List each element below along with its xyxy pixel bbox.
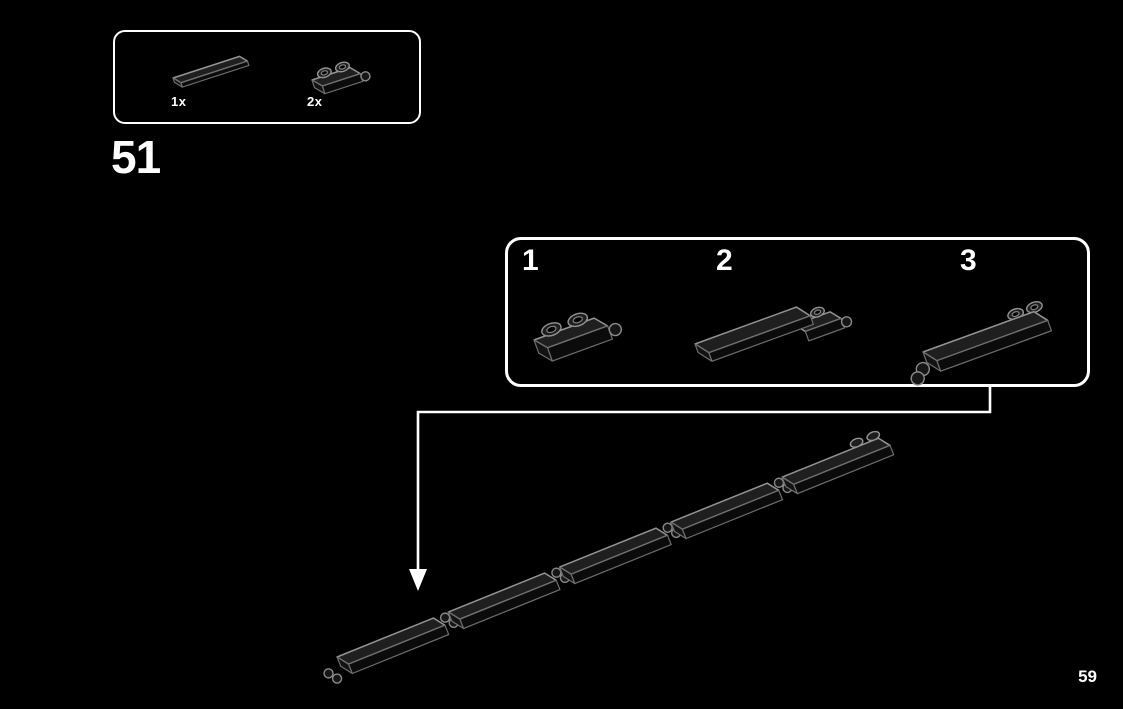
- substep-number-3: 3: [960, 244, 977, 277]
- part-hinge-plate-icon: [311, 61, 371, 95]
- main-assembly-diagram: [321, 430, 895, 688]
- substep-3-piece-icon: [910, 301, 1053, 386]
- assembly-arrow-icon: [409, 387, 992, 591]
- part-flat-tile-icon: [172, 55, 250, 88]
- subassembly-box: 1 2 3: [505, 237, 1090, 387]
- parts-callout-box: 1x 2x: [113, 30, 421, 124]
- page-number: 59: [1078, 667, 1097, 686]
- substep-number-1: 1: [522, 244, 539, 277]
- substep-number-2: 2: [716, 244, 733, 277]
- part-count-label: 2x: [307, 94, 323, 109]
- step-number: 51: [111, 131, 161, 183]
- substep-1-piece-icon: [533, 312, 623, 362]
- part-count-label: 1x: [171, 94, 187, 109]
- substep-2-piece-icon: [694, 306, 853, 362]
